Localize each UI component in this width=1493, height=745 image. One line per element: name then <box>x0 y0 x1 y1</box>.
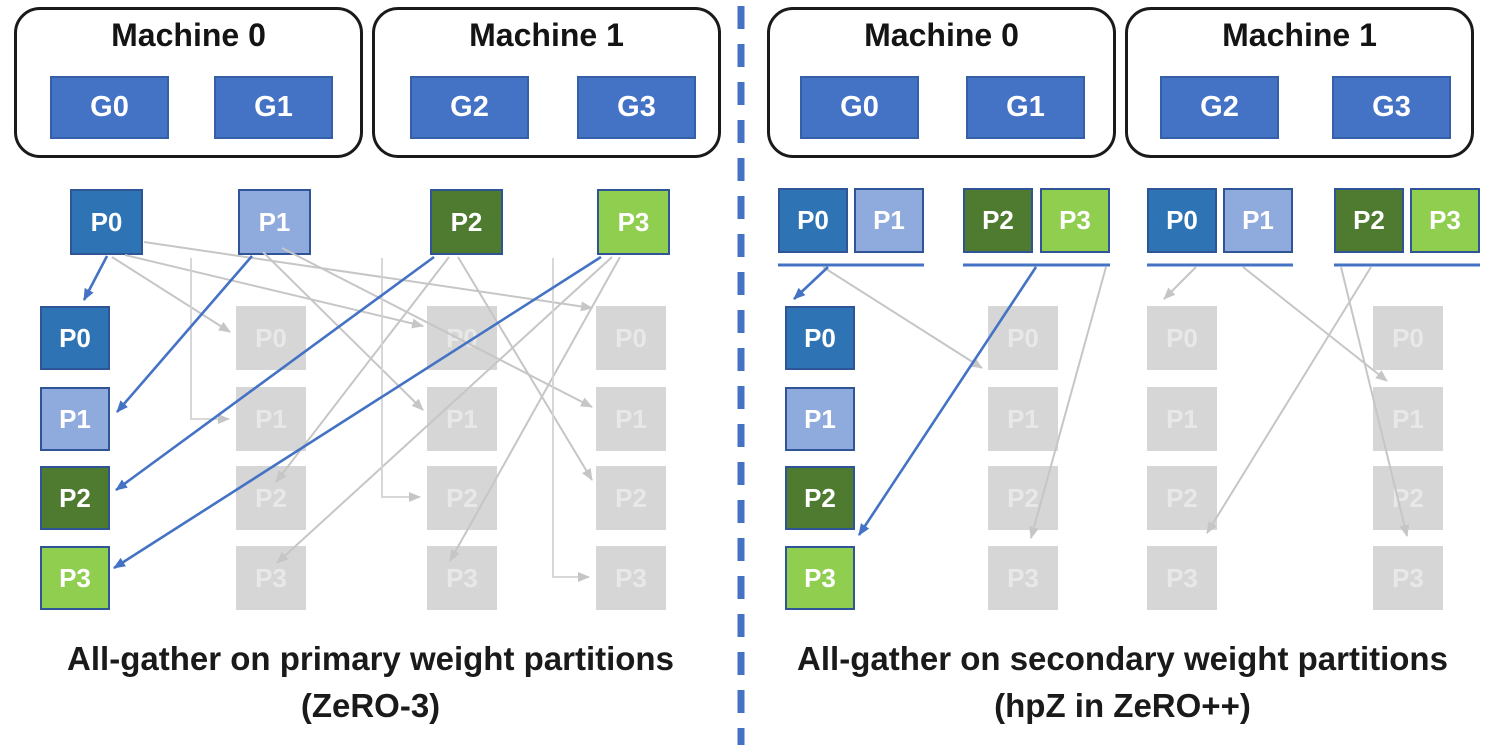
faded-partition-square: P2 <box>1147 466 1217 530</box>
faded-partition-square: P0 <box>1373 306 1443 370</box>
top-partition-square: P0 <box>778 188 848 253</box>
faded-partition-square: P3 <box>1147 546 1217 610</box>
top-partition-square: P1 <box>238 189 311 255</box>
faded-partition-square: P3 <box>596 546 666 610</box>
faded-partition-square: P2 <box>236 466 306 530</box>
faded-partition-square: P2 <box>596 466 666 530</box>
gathered-partition-square: P1 <box>40 387 110 451</box>
faded-allgather-arrow <box>1163 266 1197 300</box>
faded-partition-square: P1 <box>596 387 666 451</box>
top-partition-square: P2 <box>963 188 1033 253</box>
faded-partition-square: P2 <box>1373 466 1443 530</box>
machine-title: Machine 0 <box>864 17 1019 53</box>
gathered-partition-square: P3 <box>785 546 855 610</box>
gathered-partition-square: P2 <box>40 466 110 530</box>
top-partition-square: P2 <box>430 189 503 255</box>
highlighted-allgather-arrow <box>115 255 435 492</box>
machine-title: Machine 1 <box>469 17 624 53</box>
top-partition-square: P0 <box>70 189 143 255</box>
faded-partition-square: P1 <box>1373 387 1443 451</box>
gpu-box: G3 <box>577 76 696 139</box>
highlighted-allgather-arrow <box>116 255 253 413</box>
gathered-partition-square: P2 <box>785 466 855 530</box>
faded-partition-square: P0 <box>596 306 666 370</box>
faded-allgather-arrow <box>111 256 231 333</box>
gathered-partition-square: P0 <box>785 306 855 370</box>
gathered-partition-square: P3 <box>40 546 110 610</box>
top-partition-square: P1 <box>854 188 924 253</box>
faded-allgather-arrow <box>1242 266 1388 382</box>
faded-partition-square: P0 <box>988 306 1058 370</box>
highlighted-allgather-arrow <box>793 266 829 300</box>
faded-partition-square: P3 <box>236 546 306 610</box>
faded-partition-square: P1 <box>1147 387 1217 451</box>
machine-title: Machine 0 <box>111 17 266 53</box>
faded-allgather-arrow <box>1206 266 1372 534</box>
gpu-box: G3 <box>1332 76 1451 139</box>
gpu-box: G0 <box>50 76 169 139</box>
faded-allgather-arrow <box>143 241 593 312</box>
gpu-box: G2 <box>1160 76 1279 139</box>
gpu-box: G0 <box>800 76 919 139</box>
top-partition-square: P1 <box>1223 188 1293 253</box>
top-partition-square: P0 <box>1147 188 1217 253</box>
faded-partition-square: P2 <box>988 466 1058 530</box>
faded-partition-square: P3 <box>988 546 1058 610</box>
gathered-partition-square: P0 <box>40 306 110 370</box>
faded-partition-square: P3 <box>1373 546 1443 610</box>
highlighted-allgather-arrow <box>82 255 109 301</box>
top-partition-square: P3 <box>597 189 670 255</box>
faded-partition-square: P0 <box>236 306 306 370</box>
right-caption-line1: All-gather on secondary weight partition… <box>797 640 1448 677</box>
faded-local-copy-arrow <box>552 258 590 582</box>
left-caption-line2: (ZeRO-3) <box>300 687 441 724</box>
gpu-box: G1 <box>214 76 333 139</box>
highlighted-allgather-arrow <box>113 255 602 570</box>
top-partition-square: P2 <box>1334 188 1404 253</box>
faded-partition-square: P1 <box>988 387 1058 451</box>
gathered-partition-square: P1 <box>785 387 855 451</box>
gpu-box: G1 <box>966 76 1085 139</box>
top-partition-square: P3 <box>1410 188 1480 253</box>
top-partition-square: P3 <box>1040 188 1110 253</box>
faded-local-copy-arrow <box>381 258 421 502</box>
right-caption-line2: (hpZ in ZeRO++) <box>994 687 1251 724</box>
gpu-box: G2 <box>410 76 529 139</box>
faded-partition-square: P2 <box>427 466 497 530</box>
faded-local-copy-arrow <box>190 258 230 424</box>
machine-title: Machine 1 <box>1222 17 1377 53</box>
faded-partition-square: P0 <box>427 306 497 370</box>
faded-partition-square: P1 <box>236 387 306 451</box>
faded-partition-square: P1 <box>427 387 497 451</box>
left-caption-line1: All-gather on primary weight partitions <box>67 640 674 677</box>
faded-partition-square: P3 <box>427 546 497 610</box>
faded-partition-square: P0 <box>1147 306 1217 370</box>
